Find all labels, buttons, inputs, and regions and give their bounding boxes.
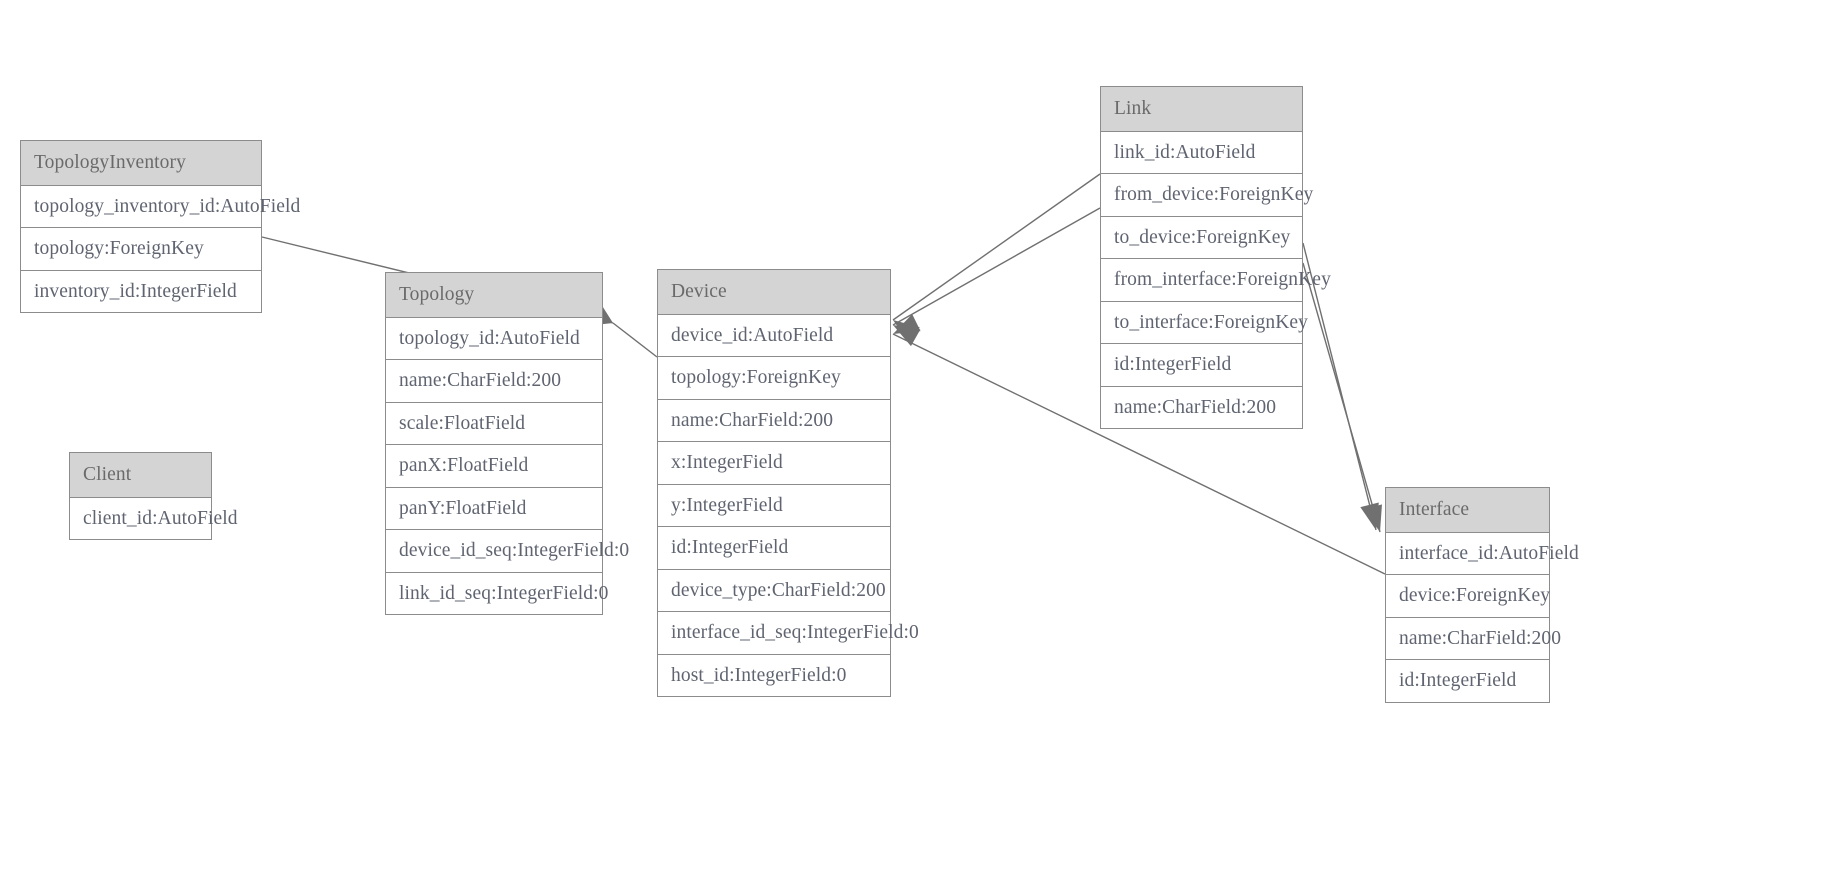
entity-field-row: name:CharField:200 <box>1101 386 1302 428</box>
entity-field-row: name:CharField:200 <box>386 360 602 403</box>
entity-title-device: Device <box>658 270 890 315</box>
entity-title-topology_inventory: TopologyInventory <box>21 141 261 186</box>
entity-field-row: interface_id_seq:IntegerField:0 <box>658 612 919 655</box>
entity-field-row: topology:ForeignKey <box>658 357 890 400</box>
relationship-line <box>612 322 658 358</box>
entity-field-row: id:IntegerField <box>1386 660 1549 702</box>
entity-field-row: panY:FloatField <box>386 487 602 530</box>
entity-field-row: interface_id:AutoField <box>1386 532 1579 575</box>
entity-field-row: inventory_id:IntegerField <box>21 270 261 312</box>
entity-field-row: scale:FloatField <box>386 402 602 445</box>
entity-field-row: host_id:IntegerField:0 <box>658 654 890 696</box>
entity-field-row: id:IntegerField <box>658 527 890 570</box>
entity-field-row: topology_inventory_id:AutoField <box>21 185 300 228</box>
entity-field-row: topology:ForeignKey <box>21 228 261 271</box>
entity-field-row: topology_id:AutoField <box>386 317 602 360</box>
entity-field-row: name:CharField:200 <box>1386 617 1561 660</box>
relationship-arrowhead <box>893 325 921 347</box>
entity-field-row: to_device:ForeignKey <box>1101 216 1302 259</box>
entity-field-row: y:IntegerField <box>658 484 890 527</box>
entity-title-interface: Interface <box>1386 488 1549 533</box>
entity-field-row: id:IntegerField <box>1101 344 1302 387</box>
entity-title-topology: Topology <box>386 273 602 318</box>
relationship-arrowhead <box>1360 502 1379 530</box>
entity-field-row: from_device:ForeignKey <box>1101 174 1313 217</box>
entity-field-row: from_interface:ForeignKey <box>1101 259 1331 302</box>
entity-field-row: device_type:CharField:200 <box>658 569 890 612</box>
relationship-line <box>892 173 1101 321</box>
entity-field-row: device_id:AutoField <box>658 314 890 357</box>
entity-title-link: Link <box>1101 87 1302 132</box>
relationship-arrowhead <box>893 314 921 334</box>
entity-field-row: x:IntegerField <box>658 442 890 485</box>
rel-link-to-device <box>892 207 1101 347</box>
entity-field-row: client_id:AutoField <box>70 497 238 539</box>
entity-field-row: link_id:AutoField <box>1101 131 1302 174</box>
entity-field-row: panX:FloatField <box>386 445 602 488</box>
relationship-line <box>892 207 1101 326</box>
rel-link-from-device <box>892 173 1101 343</box>
entity-title-client: Client <box>70 453 211 498</box>
entity-field-row: to_interface:ForeignKey <box>1101 301 1308 344</box>
relationship-line <box>1302 262 1381 533</box>
entity-field-row: device:ForeignKey <box>1386 575 1550 618</box>
entity-field-row: link_id_seq:IntegerField:0 <box>386 572 608 614</box>
entity-field-row: device_id_seq:IntegerField:0 <box>386 530 629 573</box>
rel-link-to-interface <box>1302 262 1382 533</box>
entity-field-row: name:CharField:200 <box>658 399 890 442</box>
relationship-arrowhead <box>893 320 920 343</box>
